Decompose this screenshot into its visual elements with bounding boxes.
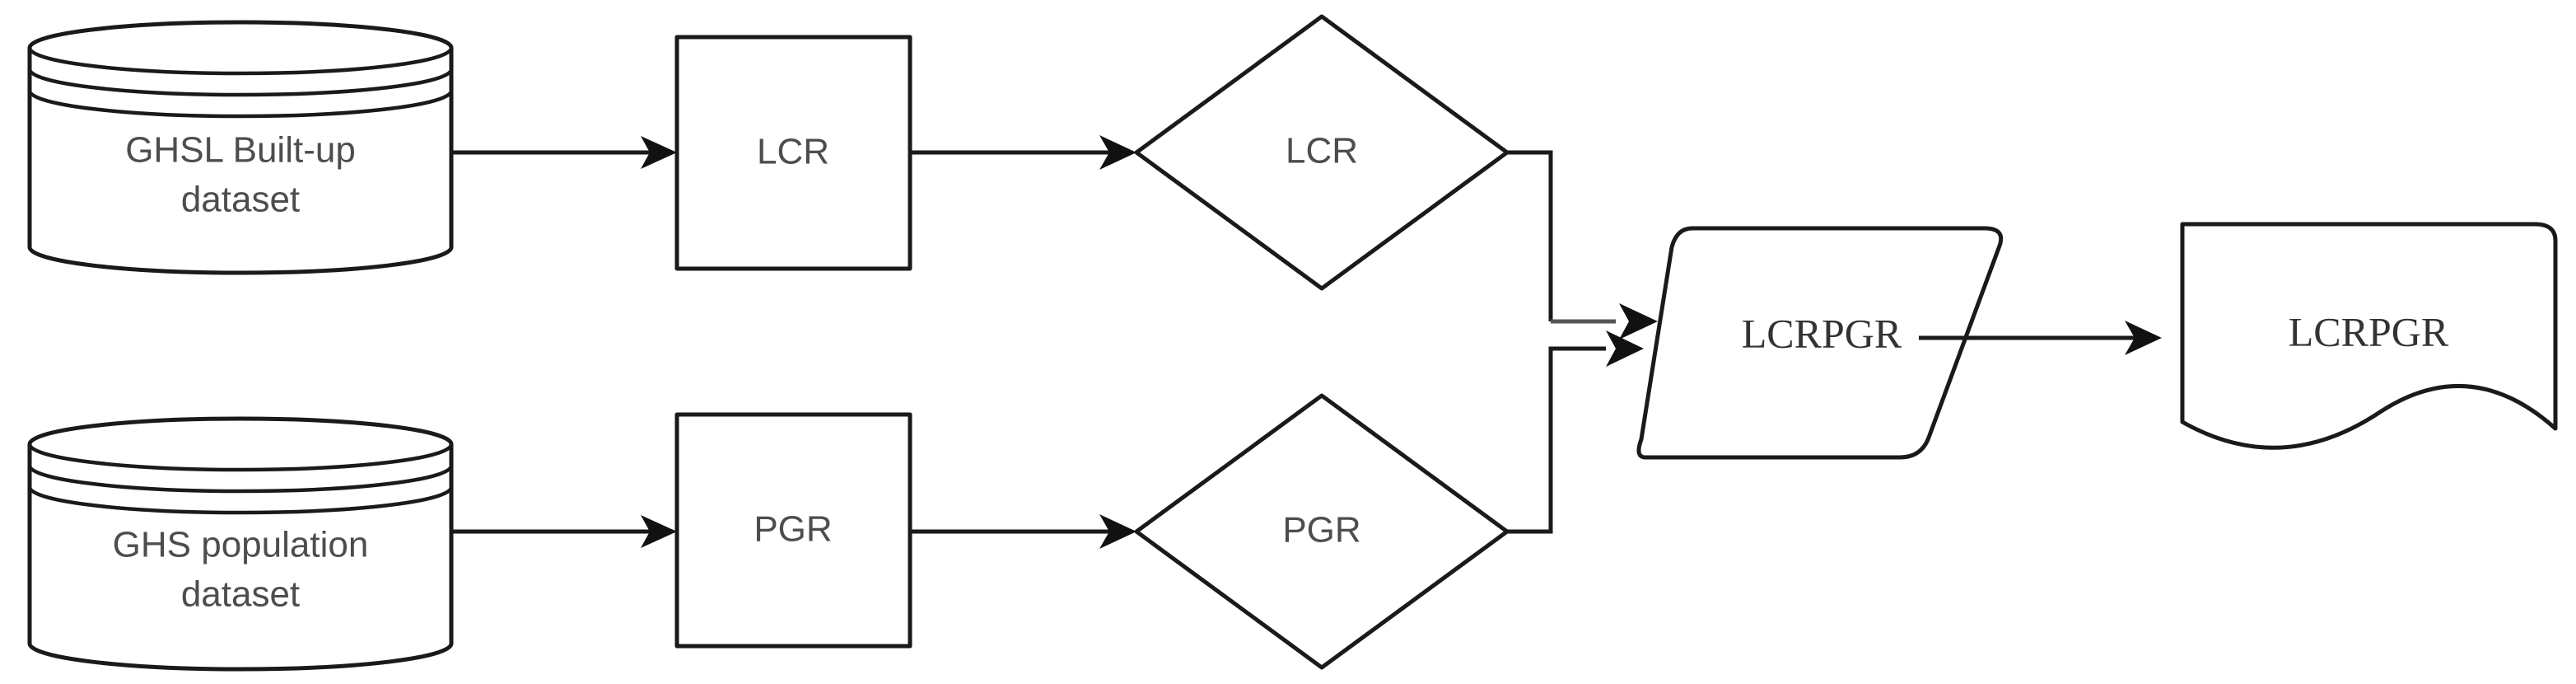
node-pgr-decision[interactable]: PGR [1134, 393, 1510, 670]
node-label-ghsl-line2: dataset [181, 180, 300, 220]
node-label-lcr-process: LCR [757, 132, 829, 172]
database-cylinder-arc-2 [27, 68, 454, 97]
data-parallelogram [1636, 226, 2004, 460]
database-cylinder-body [27, 20, 454, 275]
node-label-pgr-process: PGR [754, 509, 832, 550]
node-pgr-process[interactable]: PGR [674, 412, 912, 649]
node-ghs-population-dataset[interactable]: GHS population dataset [27, 416, 454, 672]
arrow-head-icon [1099, 135, 1136, 170]
node-label-lcrpgr-document: LCRPGR [2289, 308, 2449, 354]
arrow-head-icon [641, 136, 677, 169]
database-cylinder-arc-1 [27, 443, 454, 472]
node-label-lcrpgr-data: LCRPGR [1742, 310, 1902, 356]
database-cylinder-arc-1 [27, 47, 454, 76]
edge-lcr-process-to-lcr-decision [910, 135, 1136, 170]
database-cylinder-body [27, 416, 454, 672]
node-label-ghs-population-line2: dataset [181, 574, 300, 615]
node-label-ghs-population-line1: GHS population [113, 525, 369, 565]
arrow-head-icon [1099, 514, 1136, 549]
edge-lcrpgr-to-document [1919, 321, 2162, 355]
node-lcrpgr-document[interactable]: LCRPGR [2180, 222, 2558, 450]
document-shape [2180, 222, 2558, 450]
process-rectangle [674, 35, 912, 271]
edge-pgr-process-to-pgr-decision [910, 514, 1136, 549]
database-cylinder-arc-2 [27, 465, 454, 494]
database-cylinder-arc-3 [27, 90, 454, 119]
database-cylinder-arc-3 [27, 486, 454, 515]
edge-line-segment [1507, 150, 1553, 321]
arrow-head-icon [2125, 321, 2162, 355]
edge-line-segment [1507, 346, 1606, 534]
node-lcr-process[interactable]: LCR [674, 35, 912, 271]
arrow-head-icon [1606, 330, 1644, 367]
node-lcrpgr-data[interactable]: LCRPGR [1636, 226, 2004, 460]
node-label-ghsl-line1: GHSL Built-up [125, 130, 356, 171]
node-ghsl-builtup-dataset[interactable]: GHSL Built-up dataset [27, 20, 454, 275]
node-label-pgr-decision: PGR [1282, 510, 1360, 550]
edge-lcr-decision-to-lcrpgr [1507, 150, 1658, 340]
node-lcr-decision[interactable]: LCR [1134, 14, 1510, 291]
edge-ghsl-to-lcr [451, 136, 677, 169]
arrow-head-icon [1619, 303, 1658, 340]
edge-ghs-to-pgr [451, 515, 677, 548]
node-label-lcr-decision: LCR [1286, 131, 1358, 171]
edge-pgr-decision-to-lcrpgr [1507, 330, 1644, 534]
arrow-head-icon [641, 515, 677, 548]
